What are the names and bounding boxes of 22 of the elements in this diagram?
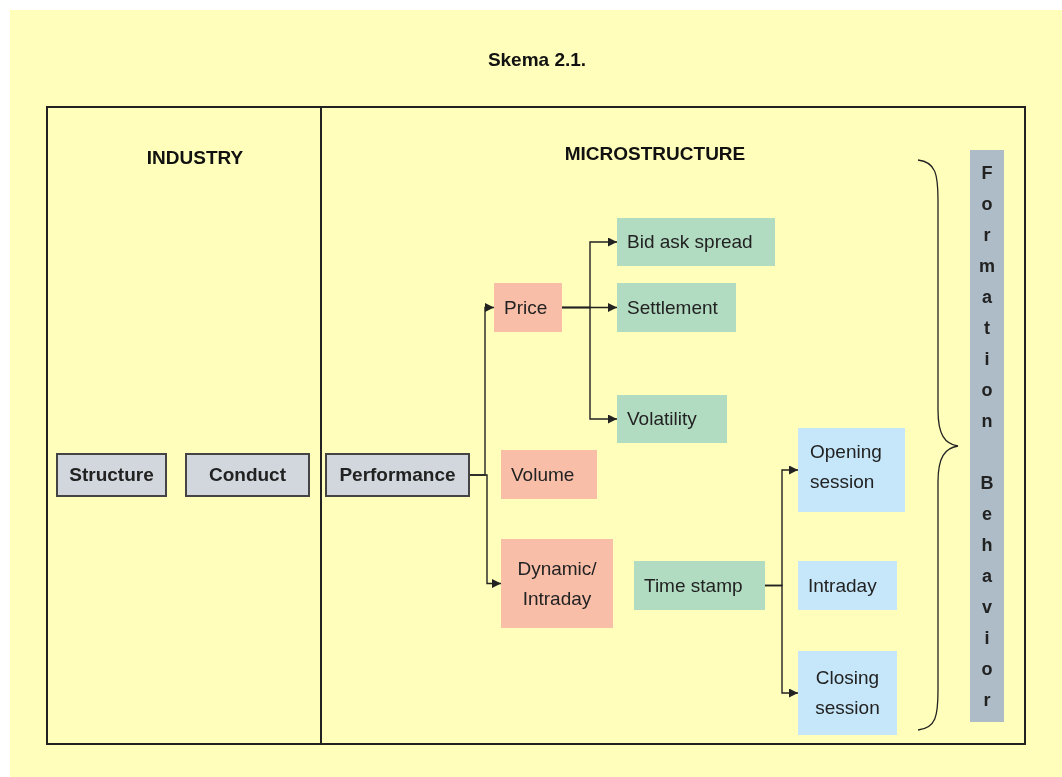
section-panel	[46, 106, 322, 745]
process-box: Price	[494, 283, 562, 332]
section-heading: INDUSTRY	[145, 146, 245, 170]
process-box: Dynamic/ Intraday	[501, 539, 613, 628]
process-box: Settlement	[617, 283, 736, 332]
process-box: Intraday	[798, 561, 897, 610]
arrow	[561, 306, 618, 424]
process-box: Closing session	[798, 651, 897, 735]
section-heading: MICROSTRUCTURE	[563, 142, 747, 166]
process-box: Conduct	[185, 453, 310, 497]
arrow	[764, 584, 799, 698]
arrow	[469, 474, 502, 588]
process-box: Bid ask spread	[617, 218, 775, 266]
process-box: Time stamp	[634, 561, 765, 610]
process-box: Structure	[56, 453, 167, 497]
vertical-label: Formation Behavior	[970, 150, 1004, 722]
process-box: Volatility	[617, 395, 727, 443]
process-box: Opening session	[798, 428, 905, 512]
process-box: Performance	[325, 453, 470, 497]
process-box: Volume	[501, 450, 597, 499]
section-panel	[320, 106, 1026, 745]
diagram-title: Skema 2.1.	[486, 48, 588, 72]
